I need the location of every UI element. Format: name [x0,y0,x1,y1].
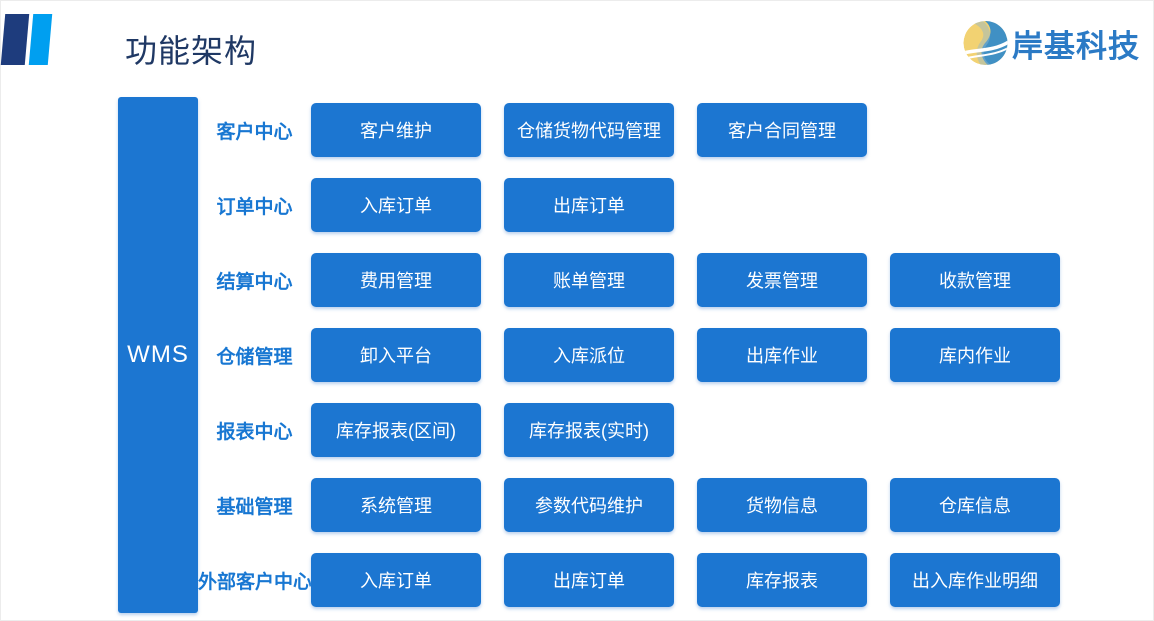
module-box: 货物信息 [697,478,867,532]
category-row: 外部客户中心 入库订单出库订单库存报表出入库作业明细 [198,553,1060,607]
module-box: 发票管理 [697,253,867,307]
module-box: 出库订单 [504,178,674,232]
module-list: 卸入平台入库派位出库作业库内作业 [311,328,1060,382]
module-box: 库存报表 [697,553,867,607]
category-label: 结算中心 [216,271,293,293]
company-logo-text: 岸基科技 [1012,29,1140,64]
category-row: 结算中心 费用管理账单管理发票管理收款管理 [198,253,1060,307]
module-box: 仓库信息 [890,478,1060,532]
module-box: 客户维护 [311,103,481,157]
category-row: 基础管理 系统管理参数代码维护货物信息仓库信息 [198,478,1060,532]
module-box: 入库派位 [504,328,674,382]
category-rows: 客户中心 客户维护仓储货物代码管理客户合同管理 订单中心 入库订单出库订单 结算… [198,97,1060,613]
module-box: 收款管理 [890,253,1060,307]
wms-root-node: WMS [118,97,198,613]
module-list: 费用管理账单管理发票管理收款管理 [311,253,1060,307]
module-box: 系统管理 [311,478,481,532]
company-logo: 岸基科技 [962,20,1140,67]
category-row: 报表中心 库存报表(区间) 库存报表(实时) [198,403,1060,457]
module-box: 库存报表(区间) [311,403,481,457]
module-box: 库存报表(实时) [504,403,674,457]
module-list: 入库订单出库订单 [311,178,674,232]
category-row: 客户中心 客户维护仓储货物代码管理客户合同管理 [198,103,1060,157]
category-row: 订单中心 入库订单出库订单 [198,178,1060,232]
category-label: 客户中心 [216,121,293,143]
architecture-diagram: WMS 客户中心 客户维护仓储货物代码管理客户合同管理 订单中心 入库订单出库订… [118,97,1060,613]
header-accent-bar-blue [28,14,53,65]
module-box: 仓储货物代码管理 [504,103,674,157]
module-box: 出库作业 [697,328,867,382]
header-accent-bar-navy [0,14,30,65]
module-box: 出库订单 [504,553,674,607]
module-box: 账单管理 [504,253,674,307]
module-box: 入库订单 [311,553,481,607]
module-box: 入库订单 [311,178,481,232]
category-row: 仓储管理 卸入平台入库派位出库作业库内作业 [198,328,1060,382]
module-box: 参数代码维护 [504,478,674,532]
module-box: 库内作业 [890,328,1060,382]
module-list: 库存报表(区间) 库存报表(实时) [311,403,674,457]
category-label: 报表中心 [216,421,293,443]
module-list: 入库订单出库订单库存报表出入库作业明细 [311,553,1060,607]
module-box: 客户合同管理 [697,103,867,157]
category-label: 仓储管理 [216,346,293,368]
module-box: 出入库作业明细 [890,553,1060,607]
category-label: 外部客户中心 [198,571,313,593]
company-logo-icon [963,20,1008,66]
module-box: 费用管理 [311,253,481,307]
category-label: 基础管理 [216,496,293,518]
category-label: 订单中心 [216,196,293,218]
module-list: 系统管理参数代码维护货物信息仓库信息 [311,478,1060,532]
page-title: 功能架构 [125,33,258,69]
module-box: 卸入平台 [311,328,481,382]
module-list: 客户维护仓储货物代码管理客户合同管理 [311,103,867,157]
